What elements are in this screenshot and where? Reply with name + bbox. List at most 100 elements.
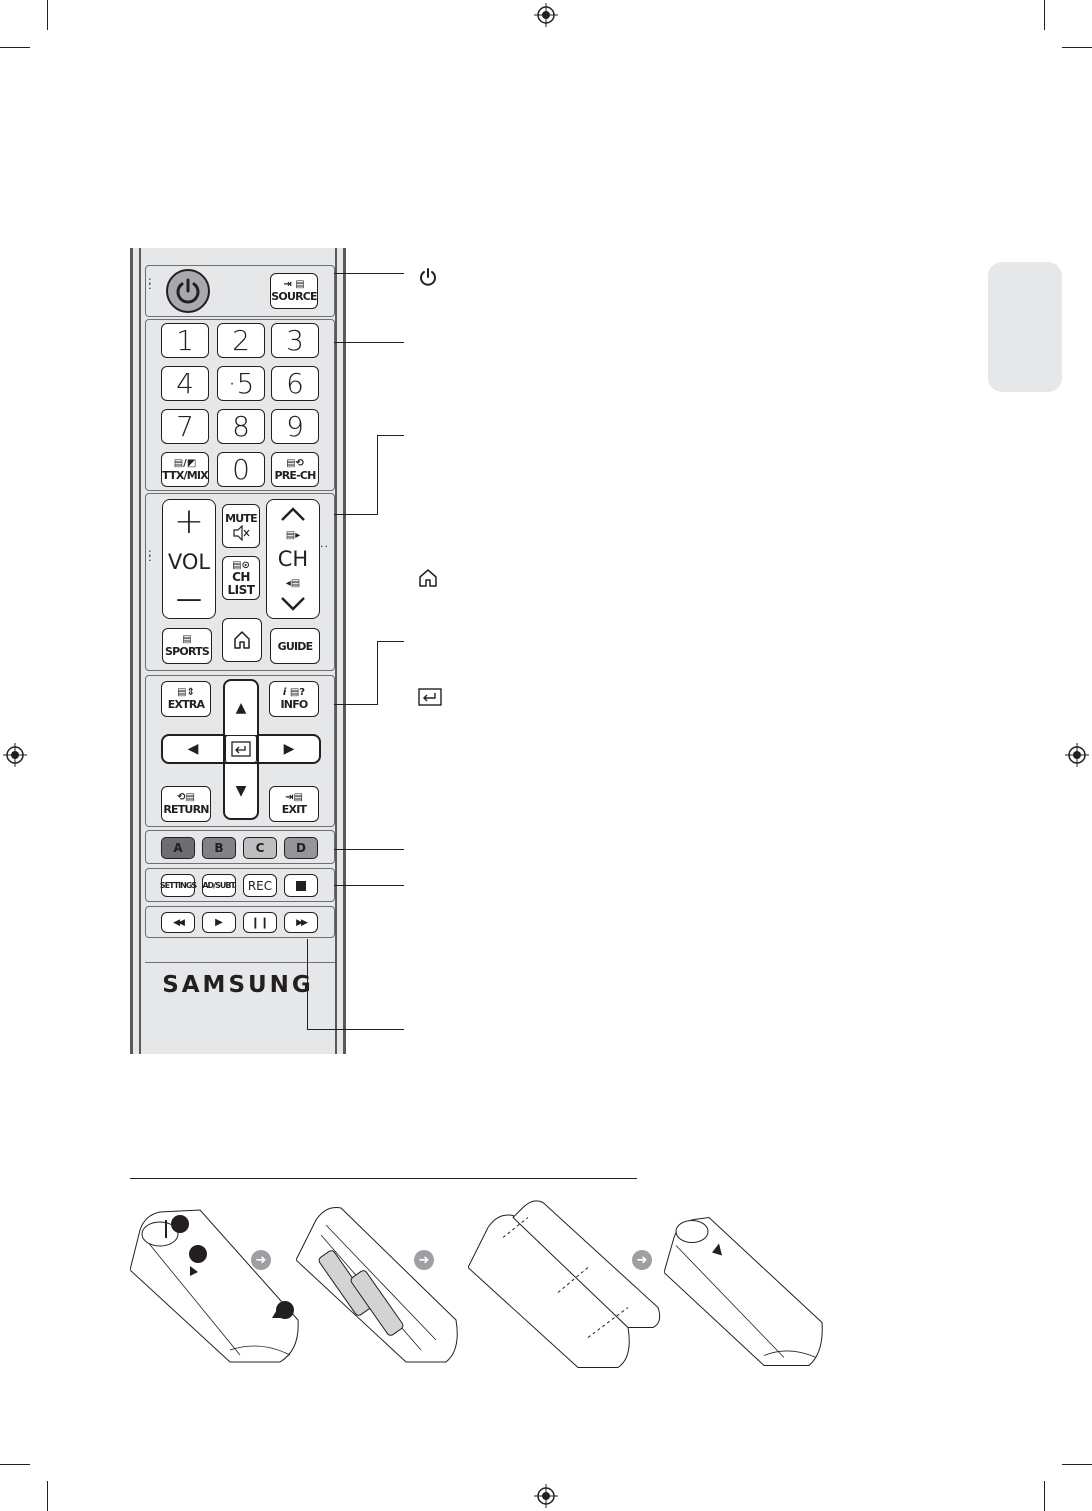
color-key-d[interactable]: D — [284, 837, 318, 859]
power-button[interactable] — [166, 269, 210, 313]
power-icon — [176, 278, 200, 304]
number-key[interactable]: 1 — [161, 323, 209, 358]
number-key[interactable]: 4 — [161, 366, 209, 401]
return-button[interactable]: ⟲▤ RETURN — [161, 786, 211, 822]
home-icon — [419, 569, 437, 587]
guide-button[interactable]: GUIDE — [270, 628, 320, 664]
ad-subt-button[interactable]: AD/SUBT. — [202, 874, 237, 897]
callout-line — [377, 641, 404, 643]
section-divider — [130, 1178, 637, 1179]
navigation-panel: ▤⇕ EXTRA i ▤? INFO ▲ ◀ ▶ ▼ ⟲▤ RETURN ⇥▤ … — [145, 675, 335, 827]
play-button[interactable]: ▶ — [202, 912, 236, 933]
home-button[interactable] — [222, 618, 262, 662]
speaker-mute-icon — [233, 524, 250, 541]
crop-mark — [47, 0, 48, 30]
step-3-marker — [276, 1301, 294, 1319]
return-label: RETURN — [163, 803, 209, 816]
enter-icon — [418, 688, 442, 706]
crop-mark — [0, 47, 30, 48]
number-key[interactable]: 9 — [271, 409, 319, 444]
callout-line — [334, 704, 378, 706]
brand-logo: SAMSUNG — [162, 972, 314, 998]
callout-line — [334, 342, 404, 344]
arrow-right-icon: ▶ — [283, 741, 295, 757]
pause-icon: ❙❙ — [250, 916, 270, 929]
rewind-icon: ◀◀ — [173, 917, 185, 928]
color-keys-panel: A B C D — [145, 830, 335, 864]
ttx-mix-button[interactable]: ▤/◩ TTX/MIX — [161, 452, 209, 487]
remote-control: :: ⇥ ▤ SOURCE 1 2 3 4 ·5 6 7 8 9 ▤/◩ TTX… — [130, 248, 346, 1054]
rewind-button[interactable]: ◀◀ — [161, 912, 195, 933]
chevron-down-icon[interactable] — [279, 596, 307, 612]
callout-line — [334, 849, 404, 851]
extra-label: EXTRA — [167, 698, 205, 711]
ch-list-icon: ▤⊙ — [232, 559, 250, 571]
sports-button[interactable]: ▤ SPORTS — [162, 628, 212, 664]
sports-label: SPORTS — [165, 645, 210, 658]
step-2-marker — [189, 1245, 207, 1263]
exit-button[interactable]: ⇥▤ EXIT — [269, 786, 319, 822]
dpad-up-button[interactable]: ▲ — [223, 679, 259, 737]
info-button[interactable]: i ▤? INFO — [269, 681, 319, 717]
source-icon: ⇥ ▤ — [283, 279, 305, 290]
number-key[interactable]: ·5 — [217, 366, 265, 401]
number-key[interactable]: 8 — [217, 409, 265, 444]
power-panel: :: ⇥ ▤ SOURCE — [145, 265, 335, 317]
function-panel: SETTINGS AD/SUBT. REC — [145, 868, 335, 902]
pre-ch-label: PRE-CH — [274, 468, 316, 482]
fast-forward-icon: ▶▶ — [296, 917, 308, 928]
volume-up-label[interactable]: + — [173, 501, 205, 542]
ad-subt-label: AD/SUBT. — [202, 881, 236, 890]
home-icon — [234, 631, 250, 649]
rec-label: REC — [247, 878, 273, 893]
number-key-zero[interactable]: 0 — [217, 452, 265, 487]
sports-icon: ▤ — [182, 634, 192, 645]
source-button[interactable]: ⇥ ▤ SOURCE — [270, 273, 318, 309]
number-key[interactable]: 2 — [217, 323, 265, 358]
dpad-down-button[interactable]: ▼ — [223, 762, 259, 820]
rec-button[interactable]: REC — [243, 874, 277, 897]
braille-dots: :: — [148, 546, 153, 564]
next-step-arrow-icon: ➜ — [414, 1250, 434, 1270]
remote-rail — [335, 248, 337, 1054]
pre-ch-button[interactable]: ▤⟲ PRE-CH — [271, 452, 319, 487]
dpad-left-button[interactable]: ◀ — [161, 734, 225, 764]
mute-label: MUTE — [225, 511, 257, 525]
arrow-down-icon: ▼ — [235, 783, 247, 799]
color-key-c[interactable]: C — [243, 837, 277, 859]
stop-button[interactable] — [284, 874, 318, 897]
registration-mark-icon — [3, 743, 27, 767]
crop-mark — [0, 1464, 30, 1465]
callout-line — [377, 435, 404, 437]
crop-mark — [47, 1481, 48, 1511]
chevron-up-icon[interactable] — [279, 506, 307, 522]
volume-rocker[interactable]: + VOL — — [162, 499, 216, 619]
source-label: SOURCE — [271, 290, 317, 303]
channel-rocker[interactable]: ▤▸ CH ◂▤ — [266, 499, 320, 619]
power-icon — [420, 268, 436, 286]
number-key[interactable]: 6 — [271, 366, 319, 401]
mute-button[interactable]: MUTE — [222, 504, 260, 548]
color-key-a[interactable]: A — [161, 837, 195, 859]
info-label: INFO — [280, 698, 309, 711]
channel-label: CH — [277, 547, 309, 571]
next-step-arrow-icon: ➜ — [251, 1250, 271, 1270]
color-key-b[interactable]: B — [202, 837, 236, 859]
number-panel: 1 2 3 4 ·5 6 7 8 9 ▤/◩ TTX/MIX 0 ▤⟲ PRE-… — [145, 319, 335, 491]
channel-list-button[interactable]: ▤⊙ CH LIST — [222, 556, 260, 600]
extra-button[interactable]: ▤⇕ EXTRA — [161, 681, 211, 717]
ttx-mix-label: TTX/MIX — [162, 468, 208, 482]
number-key[interactable]: 7 — [161, 409, 209, 444]
volume-down-label[interactable]: — — [176, 584, 202, 614]
number-key[interactable]: 3 — [271, 323, 319, 358]
pause-button[interactable]: ❙❙ — [243, 912, 277, 933]
settings-button[interactable]: SETTINGS — [160, 874, 197, 897]
channel-up-icon: ▤▸ — [285, 529, 301, 541]
callout-line — [307, 939, 309, 1030]
enter-button[interactable] — [225, 735, 257, 763]
dpad-right-button[interactable]: ▶ — [257, 734, 321, 764]
guide-label: GUIDE — [277, 639, 313, 653]
remote-divider — [145, 962, 335, 963]
fast-forward-button[interactable]: ▶▶ — [284, 912, 318, 933]
channel-down-icon: ◂▤ — [285, 577, 301, 589]
